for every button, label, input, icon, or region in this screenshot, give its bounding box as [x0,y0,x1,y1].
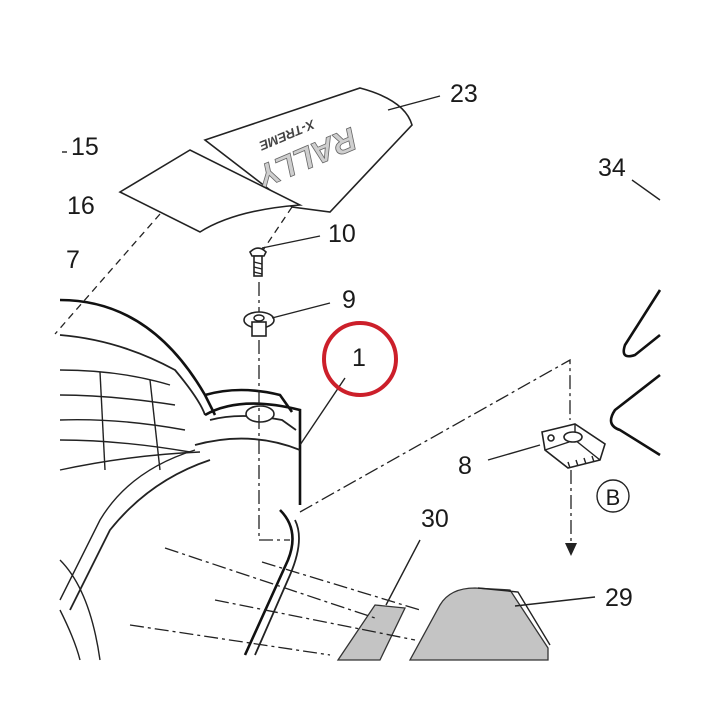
callout-16[interactable]: 16 [67,192,95,220]
guide-line-4 [129,624,331,656]
axis-body-to-clip [299,358,571,513]
part-23-decal: RALLY X-TREME [203,87,413,213]
guide-line-1 [164,547,376,619]
callout-10[interactable]: 10 [328,220,356,248]
callout-23[interactable]: 23 [450,80,478,108]
direction-arrow [565,543,577,556]
callout-34[interactable]: 34 [598,154,626,182]
callout-1[interactable]: 1 [352,344,366,372]
guide-line-3 [214,599,416,641]
callout-29[interactable]: 29 [605,584,633,612]
part-34 [609,289,662,457]
callout-30[interactable]: 30 [421,505,449,533]
part-30-strip [336,604,406,661]
axis-grommet-to-body [258,340,290,541]
part-9-grommet [243,311,275,337]
callout-8[interactable]: 8 [458,452,472,480]
section-marker-b[interactable]: B [596,479,630,513]
callout-15[interactable]: 15 [71,133,99,161]
part-29-panel [408,587,551,661]
guide-line-2 [261,561,421,611]
part-8-clip-nut [541,423,606,469]
projection-line-left [54,213,161,335]
section-marker-b-label: B [606,485,621,510]
part-16-decal [118,149,303,233]
body-panel [59,298,302,661]
highlight-ring [322,321,398,397]
callout-9[interactable]: 9 [342,286,356,314]
part-10-screw [249,247,267,277]
callout-7[interactable]: 7 [66,246,80,274]
